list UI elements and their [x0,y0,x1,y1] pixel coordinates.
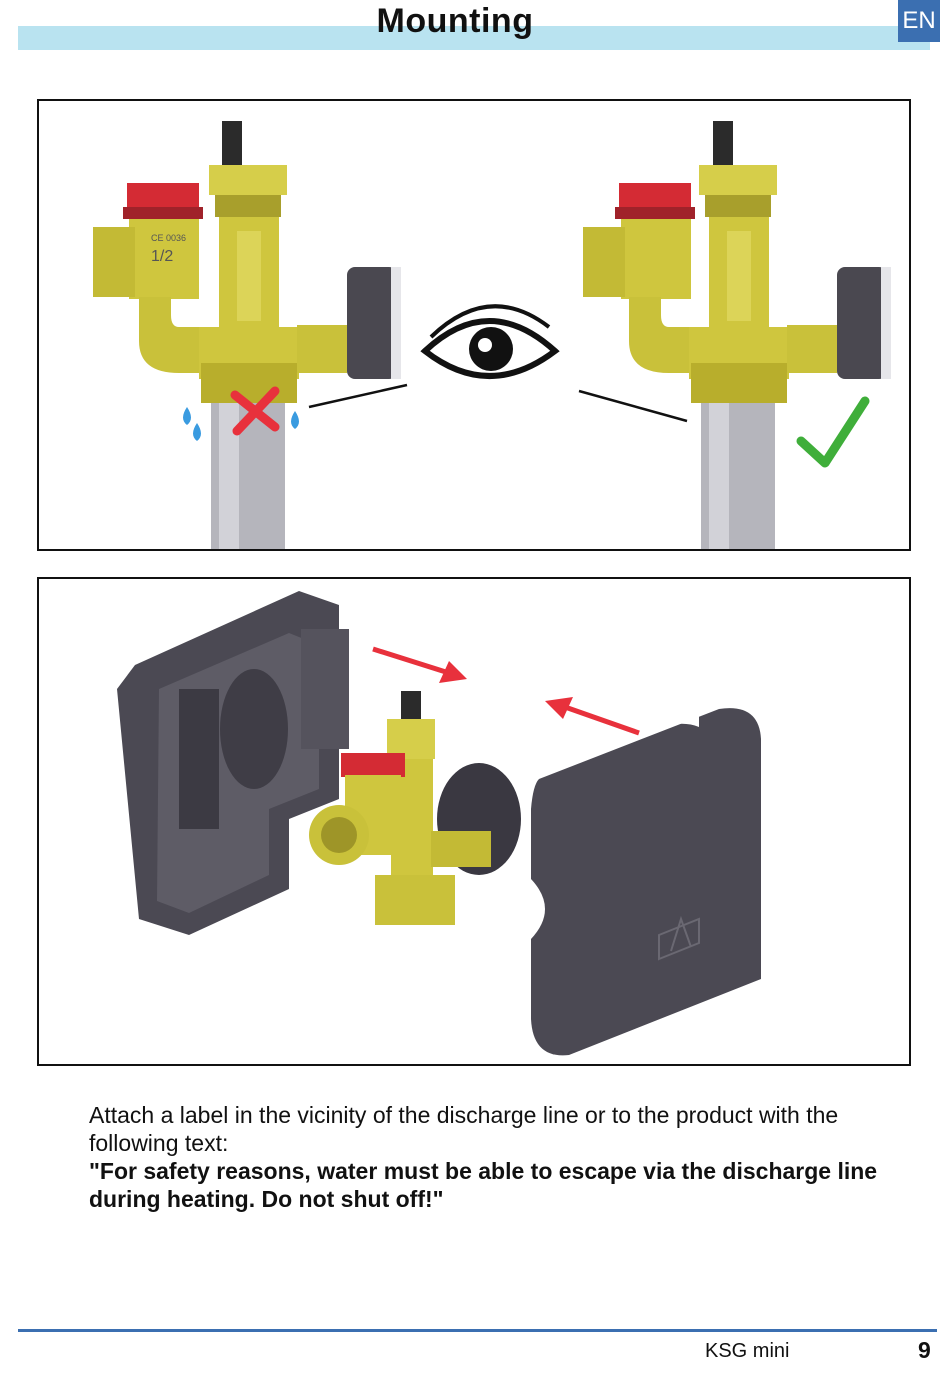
insulation-assembly-figure [37,577,911,1066]
pointer-line [578,389,688,423]
mounting-comparison-illustration: 1/2 CE 0036 [93,121,891,549]
mounting-comparison-figure: 1/2 CE 0036 [37,99,911,551]
instruction-text: Attach a label in the vicinity of the di… [89,1102,839,1156]
arrow-right-icon [372,646,467,683]
ce-mark-label: CE 0036 [151,233,186,243]
correct-assembly [583,121,891,549]
incorrect-assembly: 1/2 CE 0036 [93,121,401,549]
water-drop-icon [183,407,191,425]
valve-size-label: 1/2 [151,248,173,265]
eye-icon [420,304,560,379]
valve-assembly [309,691,521,925]
safety-warning-text: "For safety reasons, water must be able … [89,1158,878,1212]
footer-divider [18,1329,937,1332]
language-badge: EN [898,0,940,42]
water-drop-icon [193,423,201,441]
arrow-left-icon [545,697,640,736]
page-title: Mounting [376,2,534,40]
error-cross-icon [230,386,280,436]
insulation-assembly-illustration [117,591,761,1056]
pointer-line [308,383,408,409]
brand-logo-icon [670,915,692,952]
page-number: 9 [918,1337,931,1363]
footer-product-name: KSG mini [705,1340,790,1362]
insulation-shell-left [117,591,349,935]
header-bar [18,26,930,50]
instruction-block: Attach a label in the vicinity of the di… [89,1101,934,1213]
water-drop-icon [291,411,299,429]
insulation-cover-right [531,708,761,1056]
checkmark-icon [796,396,870,468]
